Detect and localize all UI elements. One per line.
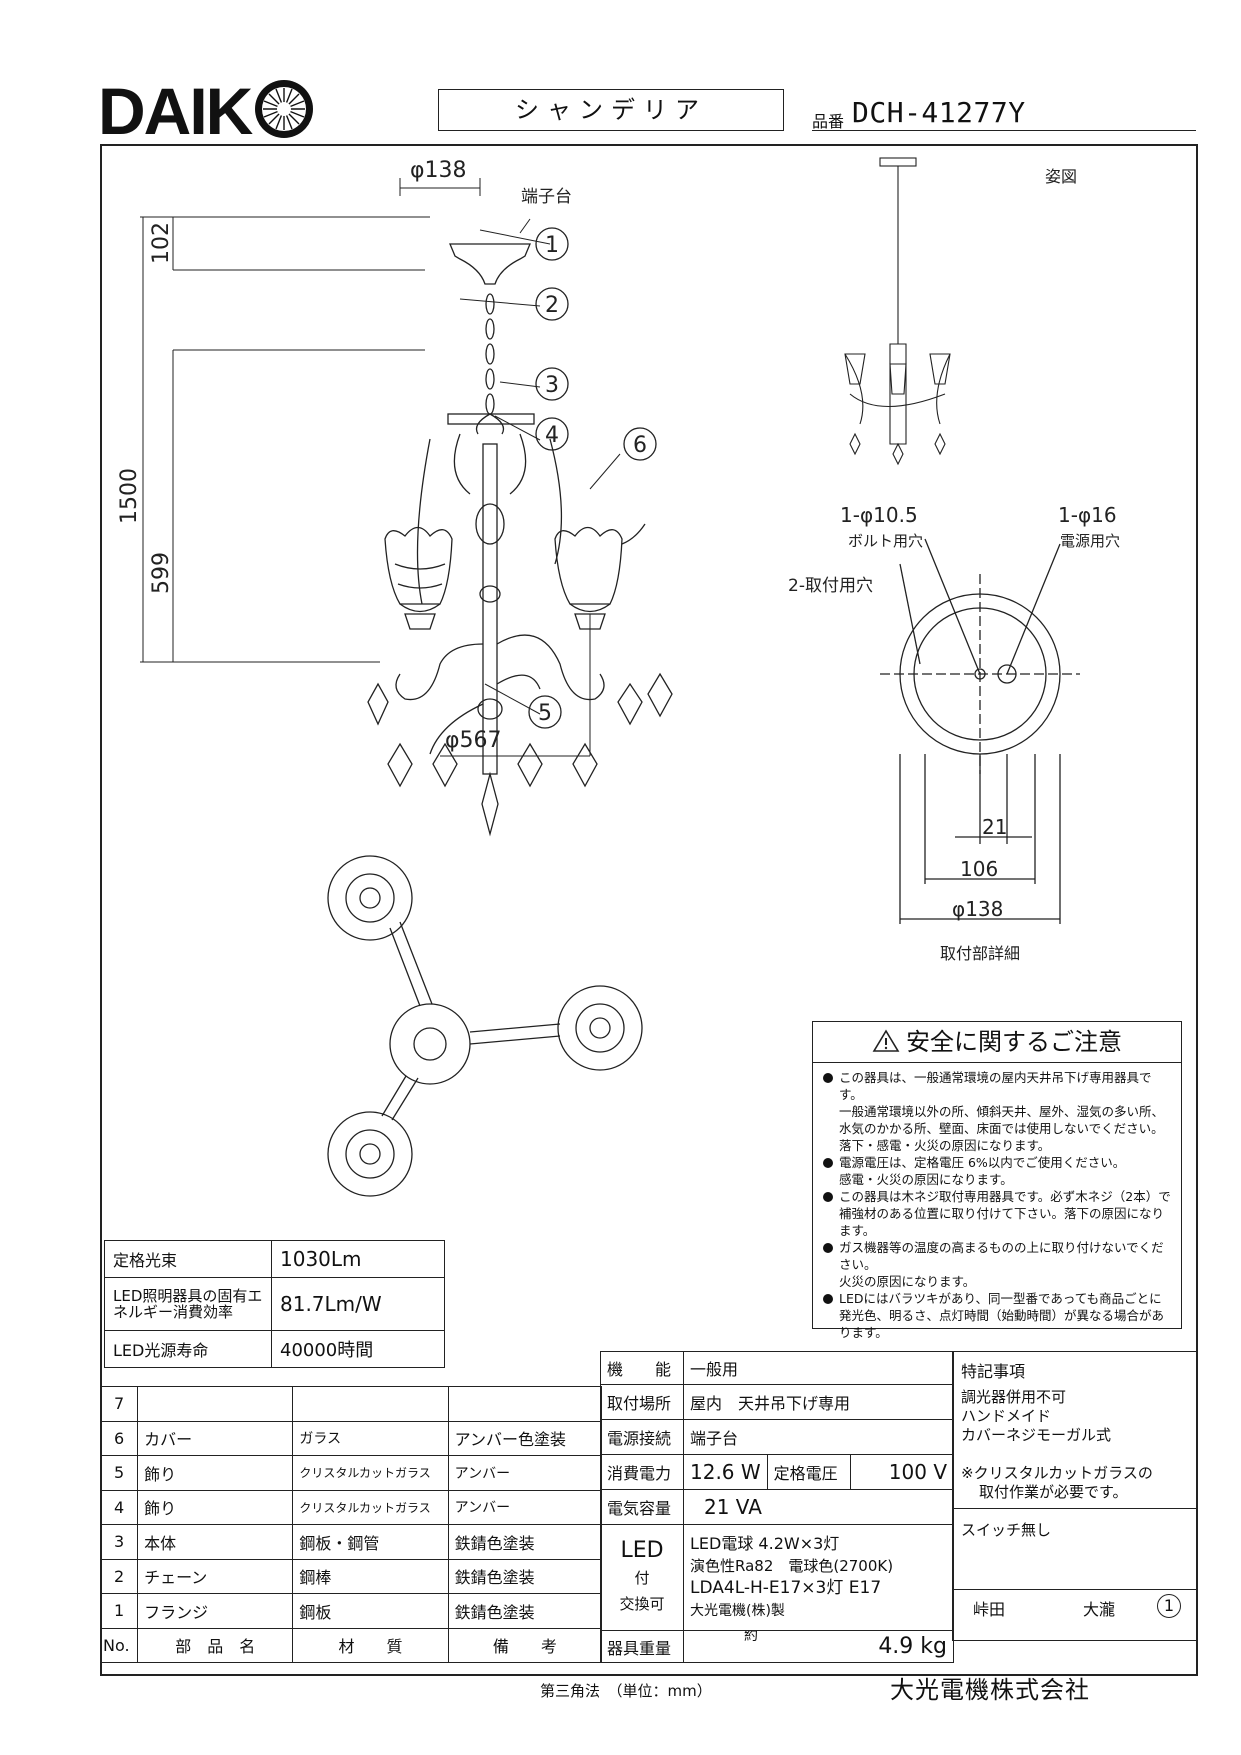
view-label: 姿図 (1045, 167, 1077, 186)
callout-2: 2 (545, 293, 559, 318)
power-conn-label: 電源接続 (600, 1419, 684, 1455)
product-type-box: シャンデリア (438, 89, 784, 131)
consumption-label: 消費電力 (600, 1454, 684, 1490)
notes-panel: 特記事項 調光器併用不可ハンドメイドカバーネジモーガル式 ※クリスタルカットガラ… (952, 1351, 1198, 1641)
sheet-number: 1 (1157, 1594, 1181, 1618)
weight-label: 器具重量 (600, 1630, 684, 1663)
spec-label: LED照明器具の固有エネルギー消費効率 (104, 1277, 272, 1331)
safety-notice: 安全に関するご注意 この器具は、一般通常環境の屋内天井吊下げ専用器具です。一般通… (812, 1021, 1182, 1340)
spec-row: LED光源寿命 40000時間 (104, 1330, 445, 1368)
capacity-label: 電気容量 (600, 1489, 684, 1525)
spec-value: 40000時間 (271, 1330, 445, 1368)
callout-3: 3 (545, 373, 559, 398)
mount-label: 取付場所 (600, 1384, 684, 1420)
dim-102: 102 (149, 222, 174, 264)
right-shade-shape (554, 526, 623, 605)
mount-detail (880, 538, 1080, 924)
spec-label: 定格光束 (104, 1240, 272, 1278)
canopy-shape (449, 243, 531, 285)
callout-6: 6 (633, 433, 647, 458)
safety-item-4: ガス機器等の温度の高まるものの上に取り付けないでください。火災の原因になります。 (821, 1239, 1173, 1290)
notes-body: 調光器併用不可ハンドメイドカバーネジモーガル式 ※クリスタルカットガラスの取付作… (953, 1388, 1197, 1509)
safety-item-3: この器具は木ネジ取付専用器具です。必ず木ネジ（2本）で補強材のある位置に取り付け… (821, 1188, 1173, 1239)
safety-title-text: 安全に関するご注意 (906, 1028, 1122, 1056)
safety-item-1: この器具は、一般通常環境の屋内天井吊下げ専用器具です。一般通常環境以外の所、傾斜… (821, 1069, 1173, 1154)
notes-title: 特記事項 (961, 1362, 1026, 1381)
table-row: 7 (99, 1386, 603, 1422)
power-hole-label: 電源用穴 (1060, 532, 1120, 550)
safety-title: 安全に関するご注意 (813, 1022, 1181, 1063)
sun-logo-icon (255, 80, 314, 138)
safety-item-2: 電源電圧は、定格電圧 6%以内でご使用ください。感電・火災の原因になります。 (821, 1154, 1173, 1188)
plan-view (327, 855, 643, 1197)
left-shade-shape (384, 526, 453, 605)
bolt-hole-label: ボルト用穴 (848, 532, 923, 550)
callout-1: 1 (545, 233, 559, 258)
model-number: DCH-41277Y (852, 96, 1026, 129)
signature-row: 峠田 大瀧 1 (953, 1590, 1197, 1626)
brand-text: DAIK (98, 74, 253, 148)
terminal-label: 端子台 (521, 187, 572, 207)
dim-width: φ567 (445, 728, 502, 753)
consumption-value: 12.6 W (683, 1454, 768, 1490)
technical-drawing: φ138 端子台 102 1500 599 φ567 姿図 1 2 3 4 6 … (117, 157, 1120, 1197)
function-value: 一般用 (683, 1351, 954, 1385)
dim-599: 599 (149, 552, 174, 594)
crystal-drops (367, 672, 673, 788)
spec-value: 81.7Lm/W (271, 1277, 445, 1331)
dim-21: 21 (982, 815, 1007, 839)
safety-item-5: LEDにはバラツキがあり、同一型番であっても商品ごとに発光色、明るさ、点灯時間（… (821, 1290, 1173, 1341)
spec-row: LED照明器具の固有エネルギー消費効率 81.7Lm/W (104, 1277, 445, 1331)
dim-106: 106 (960, 857, 998, 881)
led-info: LED電球 4.2W×3灯演色性Ra82 電球色(2700K)LDA4L-H-E… (683, 1524, 954, 1631)
safety-body: この器具は、一般通常環境の屋内天井吊下げ専用器具です。一般通常環境以外の所、傾斜… (813, 1063, 1181, 1347)
bolt-hole-dim: 1-φ10.5 (840, 503, 918, 527)
dim-138: φ138 (952, 897, 1003, 921)
detail-label: 取付部詳細 (940, 944, 1020, 963)
capacity-value: 21 VA (683, 1489, 954, 1525)
projection-note: 第三角法 （単位：mm） (540, 1682, 712, 1700)
notes-switch: スイッチ無し (953, 1509, 1197, 1590)
spec-label: LED光源寿命 (104, 1330, 272, 1368)
perspective-view (844, 157, 951, 466)
callout-5: 5 (538, 701, 552, 726)
spec-value: 1030Lm (271, 1240, 445, 1278)
model-label: 品番 (812, 112, 845, 131)
mount-value: 屋内 天井吊下げ専用 (683, 1384, 954, 1420)
drawing-frame (100, 144, 1198, 1676)
callout-4: 4 (545, 423, 559, 448)
voltage-value: 100 V (849, 1454, 955, 1490)
warning-icon (872, 1029, 900, 1052)
mount-hole-label: 2-取付用穴 (788, 576, 873, 596)
power-hole-dim: 1-φ16 (1058, 503, 1117, 527)
chain-shape (485, 293, 495, 415)
brand-logo: DAIK (98, 78, 315, 144)
company-name: 大光電機株式会社 (890, 1676, 1090, 1704)
function-label: 機 能 (600, 1351, 684, 1385)
voltage-label: 定格電圧 (766, 1454, 851, 1490)
model-row: 品番 DCH-41277Y (812, 96, 1196, 131)
table-header-row: No.部 品 名材 質備 考 (99, 1627, 603, 1663)
spec-row: 定格光束 1030Lm (104, 1240, 445, 1278)
dim-1500: 1500 (117, 468, 142, 524)
power-conn-value: 端子台 (683, 1419, 954, 1455)
luminous-spec-table: 定格光束 1030Lm LED照明器具の固有エネルギー消費効率 81.7Lm/W… (104, 1240, 445, 1368)
dim-top-dia: φ138 (410, 158, 467, 183)
